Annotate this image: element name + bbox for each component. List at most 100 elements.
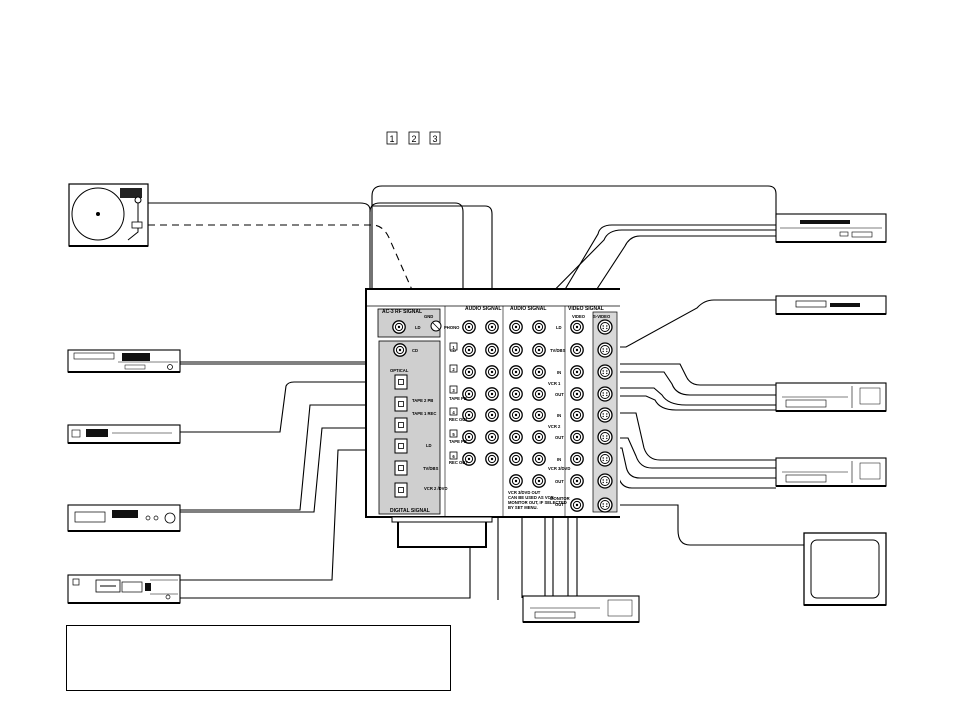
s-video-jack-vcr2in [597, 407, 613, 423]
audio2-jack-vcr3in-l [509, 452, 523, 466]
audio2-jack-tvdbs-r [532, 343, 546, 357]
audio2-jack-ld-r [532, 320, 546, 334]
label-tape-pb-2: TAPE PB [449, 439, 467, 444]
receiver-rear-panel: AC-3 RF SIGNAL AUDIO SIGNAL AUDIO SIGNAL… [365, 288, 620, 548]
vcr2-label: VCR 2 [548, 424, 561, 429]
coaxial-jack [393, 343, 407, 357]
label-ld-opt: LD [426, 443, 432, 448]
turntable [68, 183, 149, 247]
step-3-label: 3 [432, 134, 437, 144]
audio2-jack-vcr2out-r [532, 430, 546, 444]
vlabel-out-3: OUT [555, 479, 564, 484]
vcr-2 [775, 457, 887, 487]
vcr-3 [522, 595, 640, 623]
video-jack-vcr1in [570, 365, 584, 379]
label-tvdbs-opt: TV/DBS [423, 466, 439, 471]
tv-monitor [803, 532, 887, 606]
audio2-jack-vcr2in-l [509, 408, 523, 422]
label-cd: CD [412, 348, 418, 353]
audio-jack-tape2rec-r [485, 387, 499, 401]
vcr3-note-4: BY SET MENU. [508, 505, 538, 510]
audio-signal-label-2: AUDIO SIGNAL [510, 306, 546, 312]
video-jack-vcr1out [570, 387, 584, 401]
audio-jack-phono-l [462, 320, 476, 334]
audio2-jack-vcr1in-r [532, 365, 546, 379]
audio-jack-tape2pb-l [462, 365, 476, 379]
s-video-label: S-VIDEO [593, 314, 611, 319]
vlabel-in-1: IN [557, 370, 561, 375]
vlabel-out-2: OUT [555, 435, 564, 440]
audio-jack-tape2pb-r [485, 365, 499, 379]
s-video-jack-vcr3in [597, 451, 613, 467]
video-signal-label: VIDEO SIGNAL [568, 306, 604, 312]
vcr3-note-3: MONITOR OUT, IF SELECTED [508, 500, 567, 505]
audio2-jack-ld-l [509, 320, 523, 334]
ac3-panel [377, 308, 441, 338]
video-jack-vcr2in [570, 408, 584, 422]
cassette-deck [67, 504, 181, 532]
s-video-jack-vcr2out [597, 429, 613, 445]
number-badges: 1 2 3 4 5 6 [449, 342, 458, 460]
label-vcr2-opt: VCR 2 /DVD [424, 486, 448, 491]
audio-jack-tape1pb-r [485, 408, 499, 422]
s-video-jack-vcr1in [597, 364, 613, 380]
optical-jack-5 [394, 460, 408, 476]
video-jack-tvdbs [570, 343, 584, 357]
audio2-jack-tvdbs-l [509, 343, 523, 357]
s-video-jack-vcr3out [597, 473, 613, 489]
label-tape2: TAPE 2 PB [412, 398, 433, 403]
tape-deck [67, 574, 181, 604]
audio2-jack-vcr3in-r [532, 452, 546, 466]
svg-text:4: 4 [452, 410, 455, 415]
audio2-jack-vcr1in-l [509, 365, 523, 379]
label-rec-out-2: REC OUT [449, 460, 468, 465]
s-video-jack-ld [597, 319, 613, 335]
label-tape-pb-1: TAPE PB [449, 396, 467, 401]
audio-signal-label-1: AUDIO SIGNAL [465, 306, 501, 312]
vcr3-label: VCR 3/DVD [548, 466, 570, 471]
audio-jack-phono-r [485, 320, 499, 334]
s-video-jack-vcr1out [597, 386, 613, 402]
s-video-jack-monitor-out [597, 497, 613, 513]
monitor-out-label: OUT [555, 502, 564, 507]
vlabel-in-3: IN [557, 457, 561, 462]
vcr-1 [775, 382, 887, 412]
vcr3-note-2: CAN BE USED AS VCR [508, 495, 554, 500]
vlabel-ld: LD [556, 325, 562, 330]
cd-player [67, 349, 181, 373]
audio2-jack-vcr2out-l [509, 430, 523, 444]
vcr3-note-1: VCR 3/DVD OUT [508, 490, 541, 495]
step-1-label: 1 [389, 134, 394, 144]
label-tape1: TAPE 1 REC [412, 411, 436, 416]
ac3-label: AC-3 RF SIGNAL [382, 309, 422, 315]
digital-signal-label: DIGITAL SIGNAL [390, 508, 430, 514]
svg-text:1: 1 [452, 345, 455, 350]
optical-jack-4 [394, 438, 408, 454]
audio2-jack-vcr1out-l [509, 387, 523, 401]
optical-jack-1 [394, 374, 408, 390]
label-rec-out-1: REC OUT [449, 417, 468, 422]
svg-text:2: 2 [452, 367, 455, 372]
video-label: VIDEO [572, 314, 586, 319]
optical-jack-3 [394, 417, 408, 433]
vlabel-tvdbs: TV/DBS [550, 348, 566, 353]
svg-text:5: 5 [452, 432, 455, 437]
s-video-jack-tvdbs [597, 342, 613, 358]
video-jack-monitor-out [570, 498, 584, 512]
svg-text:3: 3 [452, 388, 455, 393]
audio2-jack-vcr3out-l [509, 474, 523, 488]
dvd-player [775, 295, 887, 315]
gnd-label: GND [424, 314, 433, 319]
vlabel-out-1: OUT [555, 392, 564, 397]
video-jack-ld [570, 320, 584, 334]
audio-jack-tape1rec-r [485, 430, 499, 444]
audio2-jack-vcr2in-r [532, 408, 546, 422]
optical-label: OPTICAL [390, 368, 409, 373]
audio2-jack-vcr3out-r [532, 474, 546, 488]
video-jack-vcr3in [570, 452, 584, 466]
video-jack-vcr3out [570, 474, 584, 488]
audio-jack-cd-l [462, 343, 476, 357]
optical-jack-2 [394, 396, 408, 412]
label-cd-audio: CD [450, 348, 456, 353]
